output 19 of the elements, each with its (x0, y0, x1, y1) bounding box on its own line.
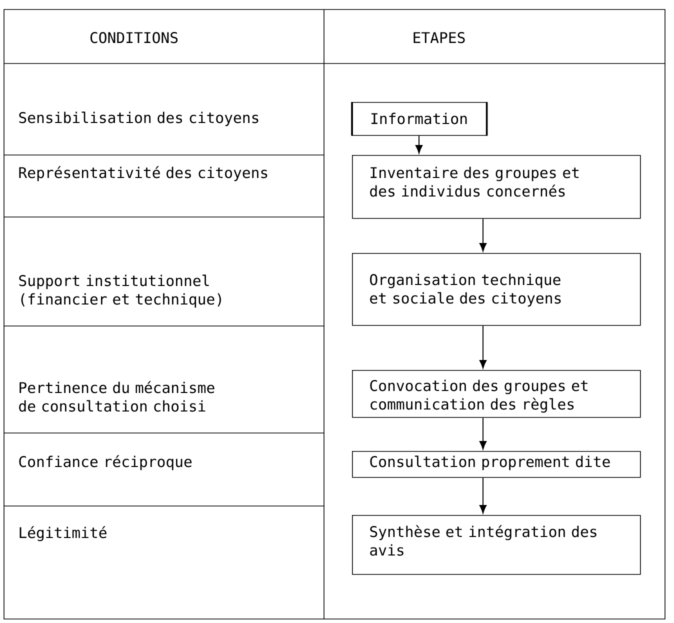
step-box: Convocation des groupes et communication des règles (352, 370, 641, 418)
condition-text: Pertinence du mécanisme de consultation choisi (19, 381, 214, 412)
step-box: Information (351, 101, 488, 137)
arrow (479, 325, 487, 369)
condition-text: Confiance réciproque (19, 455, 192, 470)
condition-text: Légitimité (20, 526, 106, 542)
arrow (479, 417, 487, 450)
step-box: Organisation technique et sociale des citoyens (352, 253, 641, 326)
column-heading: ETAPES (414, 32, 465, 44)
condition-text: Représentativité des citoyens (19, 166, 268, 182)
condition-text: Sensibilisation des citoyens (19, 112, 258, 126)
arrow (479, 218, 487, 252)
step-box: Synthèse et intégration des avis (352, 515, 641, 575)
step-box: Inventaire des groupes et des individus concernés (352, 155, 641, 219)
arrow (479, 477, 487, 514)
step-box: Consultation proprement dite (352, 451, 641, 478)
column-heading: CONDITIONS (90, 32, 178, 44)
condition-text: Support institutionnel (financier et technique) (19, 274, 221, 308)
arrow (415, 135, 423, 154)
